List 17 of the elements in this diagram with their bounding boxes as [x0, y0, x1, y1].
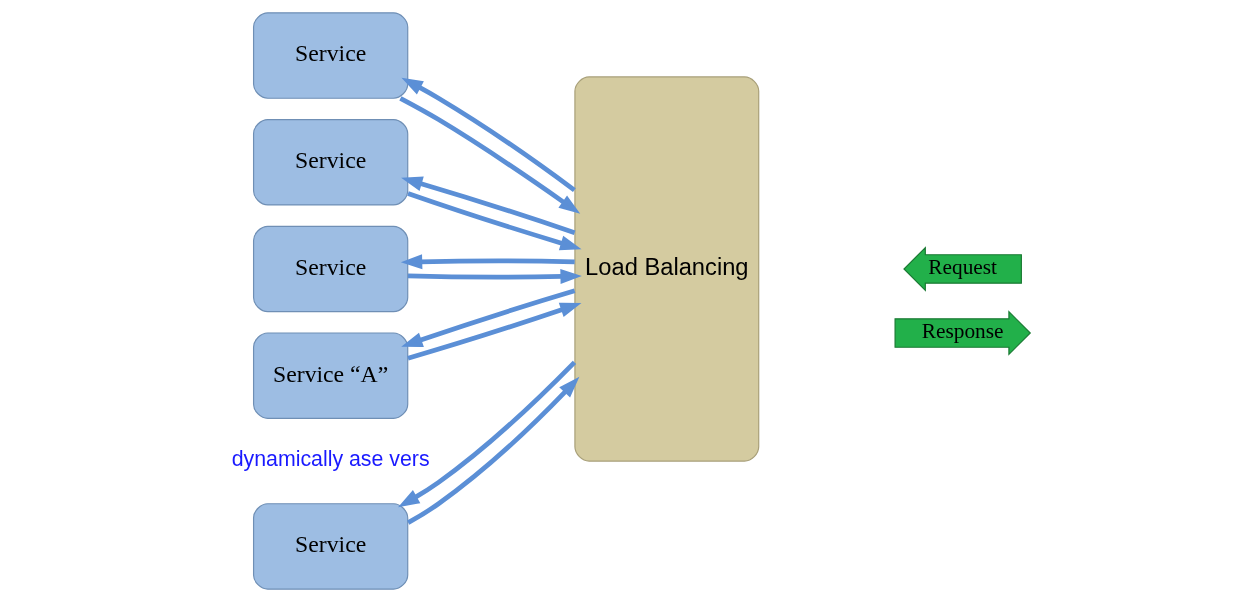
- arrow: [407, 269, 582, 284]
- node-box: Service: [252, 225, 409, 313]
- node-box: Service: [252, 503, 409, 590]
- arrow: [407, 302, 582, 361]
- arrow: [399, 96, 581, 214]
- arrow: [401, 288, 576, 347]
- arrow: [407, 376, 580, 525]
- label: dynamically ase vers: [231, 447, 430, 472]
- node-box: Load Balancing: [574, 76, 760, 462]
- arrow: [407, 191, 582, 251]
- node-box: Service: [252, 12, 409, 99]
- arrow: [400, 254, 575, 270]
- arrow: [398, 360, 577, 508]
- arrow: [401, 176, 576, 235]
- arrow: [401, 77, 576, 193]
- node-box: Service: [252, 119, 409, 206]
- node-box: Service “A”: [252, 332, 409, 419]
